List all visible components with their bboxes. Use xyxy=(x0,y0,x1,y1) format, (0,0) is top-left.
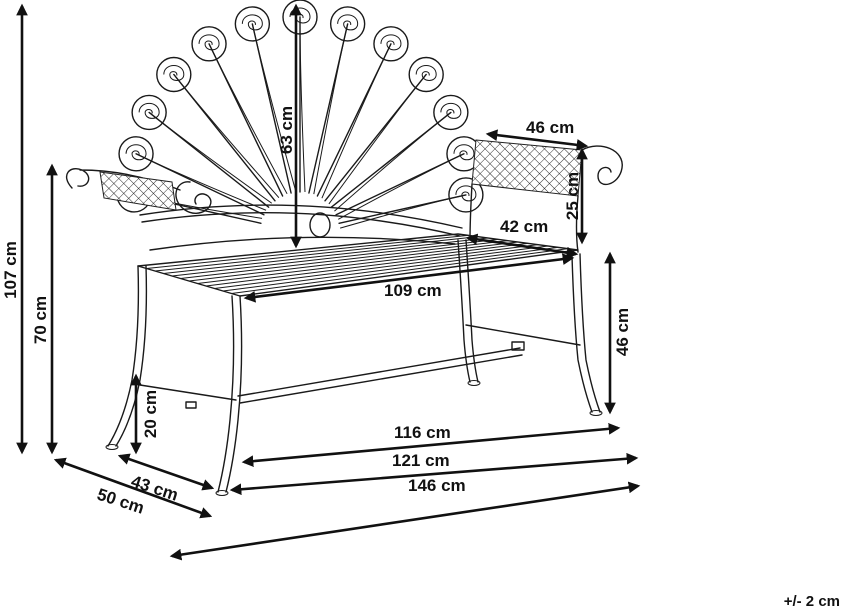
long-stretcher xyxy=(237,347,523,404)
label-armrest-drop: 25 cm xyxy=(563,172,582,220)
backrest-medallion xyxy=(309,212,331,238)
dimension-lines xyxy=(16,3,641,561)
backrest-lower-rail-inner xyxy=(141,212,461,237)
fan-feather xyxy=(191,26,288,197)
label-overall-width: 146 cm xyxy=(408,476,466,495)
label-armrest-length: 46 cm xyxy=(526,118,574,137)
dimension-line-overall-depth xyxy=(53,457,213,519)
fan-feather xyxy=(324,56,444,205)
label-seat-height: 46 cm xyxy=(613,308,632,356)
foot-cap xyxy=(215,490,229,496)
foot-cap xyxy=(589,410,603,416)
fan-feather xyxy=(335,136,482,220)
label-leg-span-inner: 116 cm xyxy=(394,423,451,442)
fan-feather xyxy=(330,94,469,212)
label-seat-width: 109 cm xyxy=(384,281,442,300)
foot-cap xyxy=(105,444,119,450)
left-arm-front-scroll xyxy=(175,181,212,214)
fan-feather xyxy=(316,26,409,199)
fan-feather xyxy=(156,56,280,202)
label-armrest-height: 70 cm xyxy=(31,296,50,344)
label-seat-depth: 42 cm xyxy=(500,217,548,236)
label-legrest-height: 20 cm xyxy=(141,390,160,438)
peacock-fan-backrest xyxy=(116,0,484,229)
front-left-leg xyxy=(217,295,243,493)
right-armrest-scroll xyxy=(581,145,623,186)
side-stretcher-left xyxy=(139,384,237,401)
fan-feather xyxy=(234,6,297,194)
label-back-height: 63 cm xyxy=(277,106,296,154)
foot-cap xyxy=(467,380,481,386)
label-leg-span-outer: 121 cm xyxy=(392,451,450,470)
stretcher-detail xyxy=(185,341,525,409)
front-right-leg xyxy=(571,253,601,413)
dimension-line-seat-depth xyxy=(465,233,579,259)
seat-slat xyxy=(146,234,469,269)
left-armrest-mesh xyxy=(99,171,177,211)
dimension-line-armrest-length xyxy=(485,129,589,151)
fan-feather xyxy=(308,6,366,195)
dimension-line-overall-width xyxy=(169,481,641,561)
dimension-line-seat-width xyxy=(243,253,575,303)
side-stretcher-right xyxy=(465,324,581,346)
tolerance-note: +/- 2 cm xyxy=(784,593,840,610)
fan-feather xyxy=(118,136,267,216)
label-total-height: 107 cm xyxy=(1,241,20,299)
fan-feather xyxy=(131,94,273,208)
